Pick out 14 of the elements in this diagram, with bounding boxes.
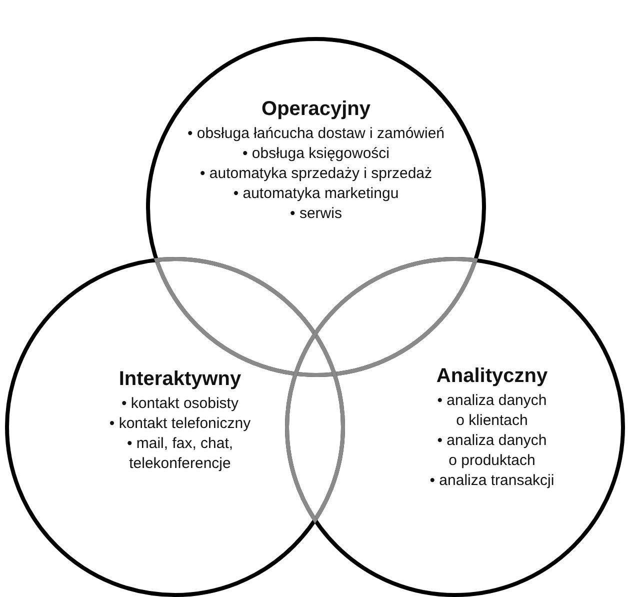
bullet-item: • obsługa księgowości	[242, 144, 390, 164]
circle-heading: Interaktywny	[118, 368, 242, 391]
bullet-item: • analiza danych o produktach	[437, 431, 547, 471]
bullet-item: • kontakt telefoniczny	[108, 414, 252, 434]
bullet-item: • automatyka marketingu	[232, 184, 400, 204]
bullet-item: • obsługa łańcucha dostaw i zamówień	[186, 124, 446, 144]
bullet-item: • serwis	[289, 204, 343, 224]
circle-heading: Analityczny	[435, 365, 549, 388]
circle-heading: Operacyjny	[260, 98, 372, 121]
bullet-item: • analiza transakcji	[428, 471, 556, 491]
bullet-item: • automatyka sprzedaży i sprzedaż	[198, 164, 434, 184]
bullet-item: • analiza danych o klientach	[437, 391, 547, 431]
bullet-item: • mail, fax, chat, telekonferencje	[126, 434, 234, 474]
bullet-item: • kontakt osobisty	[120, 394, 240, 414]
